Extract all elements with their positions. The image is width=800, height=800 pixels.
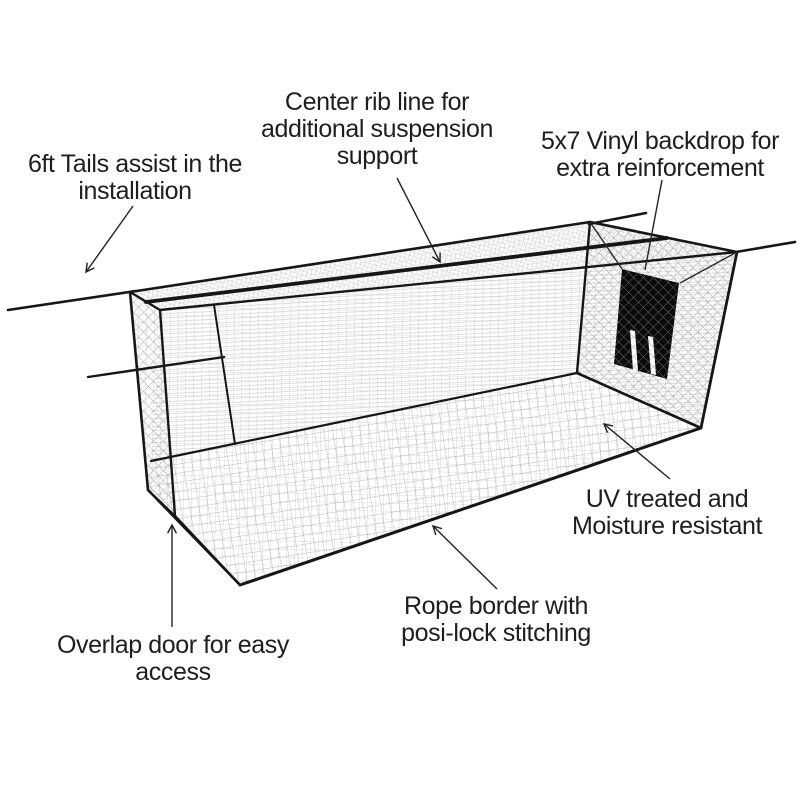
annotation-line: support: [336, 142, 418, 170]
annotation-line: UV treated and: [585, 485, 749, 513]
annotation-line: installation: [78, 177, 192, 205]
annotation-line: extra reinforcement: [556, 154, 764, 182]
cage-outline: [128, 220, 739, 587]
annotation-line: Rope border with: [404, 592, 588, 620]
annotation-tails: 6ft Tails assist in the installation: [28, 151, 242, 205]
annotation-line: 6ft Tails assist in the: [27, 150, 243, 178]
annotation-line: Moisture resistant: [571, 512, 763, 540]
leader-arrow-center-rib: [396, 177, 441, 264]
center-rib-line: [144, 236, 669, 304]
rope-tail-line: [734, 240, 797, 254]
annotation-line: access: [135, 658, 211, 686]
annotation-line: Overlap door for easy: [57, 631, 289, 659]
leader-line-vinyl-backdrop: [644, 179, 663, 271]
suspension-line: [589, 221, 623, 270]
leader-arrow-tails: [85, 205, 134, 274]
rope-tails: [6, 211, 797, 379]
annotation-line: posi-lock stitching: [401, 619, 591, 647]
leader-arrow-rope-border: [431, 524, 498, 590]
annotation-overlap-door: Overlap door for easy access: [57, 632, 289, 686]
leader-arrow-uv: [602, 423, 671, 480]
rope-tail-line: [6, 289, 138, 312]
leader-arrows: [85, 177, 671, 627]
annotation-uv-treated: UV treated and Moisture resistant: [572, 486, 762, 540]
rope-tail-line: [587, 211, 648, 226]
annotation-center-rib: Center rib line for additional suspensio…: [261, 89, 493, 170]
annotation-line: 5x7 Vinyl backdrop for: [540, 127, 780, 155]
overlap-door-edge: [158, 308, 177, 518]
left-end-mesh: [130, 292, 175, 516]
annotation-rope-border: Rope border with posi-lock stitching: [401, 593, 591, 647]
annotation-line: Center rib line for: [284, 88, 470, 116]
floor-mesh: [148, 373, 701, 585]
suspension-line: [679, 251, 738, 284]
rope-tail-line: [86, 355, 226, 379]
annotation-line: additional suspension: [260, 115, 494, 143]
rope-border-edge: [238, 426, 703, 587]
overlap-door-edge: [173, 514, 242, 587]
annotation-vinyl-backdrop: 5x7 Vinyl backdrop for extra reinforceme…: [540, 127, 780, 182]
